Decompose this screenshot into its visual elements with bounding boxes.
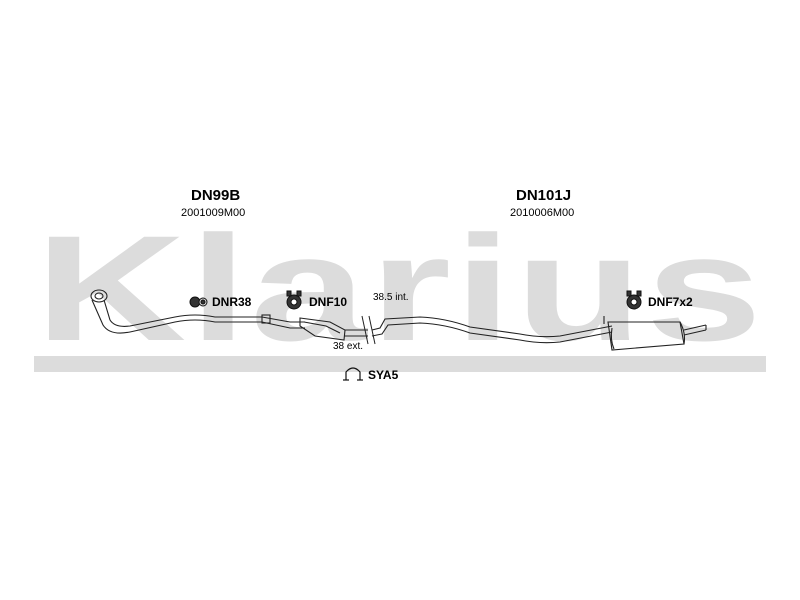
watermark-bar (34, 356, 766, 372)
fitting-label-sya5: SYA5 (368, 368, 399, 382)
fitting-label-dnr38: DNR38 (212, 295, 252, 309)
part-code-dn99b: DN99B (191, 187, 241, 204)
exhaust-hanger-icon (286, 290, 302, 310)
exhaust-hanger-icon (626, 290, 642, 310)
rear-pipe (371, 316, 707, 351)
part-number-dn101j: 2010006M00 (510, 207, 575, 219)
front-pipe (90, 289, 368, 341)
dimension-label-ext: 38 ext. (333, 341, 364, 352)
dimension-label-int: 38.5 int. (373, 292, 409, 303)
exhaust-clamp-icon (343, 367, 363, 381)
part-code-dn101j: DN101J (516, 187, 572, 204)
fitting-label-dnf10: DNF10 (309, 295, 348, 309)
watermark-logo: Klarius (35, 204, 765, 372)
fitting-label-dnf7x2: DNF7x2 (648, 295, 693, 309)
part-number-dn99b: 2001009M00 (181, 207, 246, 219)
rubber-mount-icon (189, 296, 208, 308)
